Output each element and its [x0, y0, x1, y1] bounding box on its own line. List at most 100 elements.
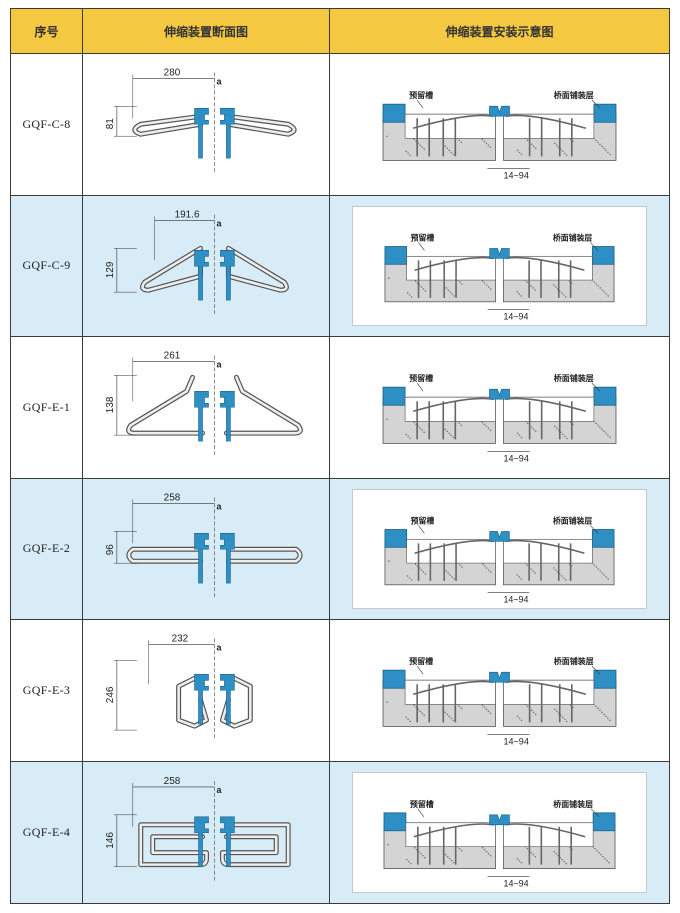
model-code: GQF-C-8	[11, 54, 83, 196]
slot-label: 预留槽	[409, 90, 433, 100]
rebar-loops	[414, 256, 585, 298]
aggregate-dot	[532, 286, 534, 289]
pavement-left	[382, 669, 406, 689]
steel-anchor	[194, 249, 235, 300]
aggregate-dot	[446, 713, 449, 716]
aggregate-dot	[413, 704, 415, 707]
aggregate-dot	[518, 434, 521, 437]
aggregate-dot	[414, 279, 417, 282]
aggregate-dot	[450, 717, 453, 720]
slot-label: 预留槽	[411, 515, 435, 525]
steel-anchor-right	[220, 816, 235, 867]
aggregate-dot	[600, 853, 602, 855]
gap-label: a	[216, 218, 222, 228]
aggregate-dot	[603, 573, 605, 576]
aggregate-dot	[516, 149, 519, 152]
install-drawing: 预留槽桥面铺装层14~94	[383, 798, 616, 888]
steel-anchor-left	[194, 249, 209, 300]
aggregate-dot	[553, 566, 555, 569]
loop-rebar-right	[505, 680, 587, 696]
aggregate-dot	[458, 139, 461, 142]
loop-core	[227, 246, 288, 291]
gap-label: a	[216, 76, 222, 86]
aggregate-dot	[420, 568, 423, 571]
aggregate-dot	[450, 434, 453, 437]
aggregate-dot	[595, 422, 597, 425]
aggregate-dot	[609, 436, 611, 439]
aggregate-dot	[448, 432, 451, 435]
aggregate-dot	[553, 142, 556, 145]
aggregate-dot	[388, 276, 390, 279]
joint-steel	[489, 105, 510, 117]
aggregate-dot	[410, 295, 413, 298]
aggregate-dot	[460, 141, 463, 144]
height-label: 138	[105, 396, 116, 413]
aggregate-dot	[597, 141, 599, 144]
pavement-layer	[384, 528, 615, 548]
aggregate-dot	[597, 707, 599, 710]
aggregate-dot	[520, 719, 523, 722]
aggregate-dot	[518, 151, 521, 154]
loop-core	[127, 547, 202, 562]
pavement-layer	[384, 245, 615, 265]
aggregate-dot	[483, 848, 486, 850]
joint-steel	[489, 814, 510, 825]
aggregate-dot	[532, 853, 535, 855]
pavement-right	[593, 103, 617, 123]
aggregate-dot	[560, 574, 563, 577]
aggregate-dot	[532, 428, 535, 431]
aggregate-dot	[530, 851, 533, 853]
aggregate-dot	[595, 282, 598, 285]
aggregate-dot	[485, 566, 488, 569]
aggregate-dot	[607, 717, 609, 720]
aggregate-dot	[386, 701, 388, 704]
aggregate-dot	[609, 153, 611, 156]
rebar	[416, 118, 445, 157]
rebar	[417, 826, 445, 865]
rebar	[528, 684, 561, 723]
loop-core	[133, 114, 202, 136]
aggregate-dot	[452, 153, 455, 156]
aggregate-dot	[526, 563, 528, 566]
aggregate-dot	[424, 289, 427, 292]
loop-profile	[176, 675, 253, 729]
aggregate-dot	[562, 576, 565, 579]
aggregate-dot	[421, 146, 423, 149]
aggregate-dot	[453, 577, 455, 580]
aggregate-dot	[599, 569, 602, 572]
slot-left	[405, 821, 496, 847]
aggregate-dot	[405, 433, 407, 436]
width-label: 232	[172, 633, 189, 644]
aggregate-dot	[448, 715, 451, 718]
joint-steel	[489, 671, 510, 683]
aggregate-dot	[405, 716, 407, 719]
range-label: 14~94	[503, 594, 528, 604]
steel-anchor	[194, 532, 235, 583]
aggregate-dot	[596, 849, 598, 851]
aggregate-dot	[483, 706, 486, 709]
aggregate-dot	[534, 571, 536, 574]
aggregate-dot	[444, 853, 447, 855]
width-label: 261	[164, 350, 181, 361]
aggregate-dot	[601, 428, 603, 431]
aggregate-dot	[555, 144, 558, 147]
aggregate-dot	[485, 283, 488, 286]
rebar	[528, 542, 560, 581]
aggregate-dot	[458, 422, 461, 425]
aggregate-dot	[603, 713, 605, 716]
steel-anchor-left	[194, 391, 209, 442]
aggregate-dot	[483, 564, 486, 567]
aggregate-dot	[562, 293, 565, 296]
aggregate-dot	[601, 288, 603, 291]
pavement-leader	[591, 382, 601, 392]
aggregate-dot	[605, 149, 607, 152]
steel-anchor	[194, 108, 235, 159]
slot-label: 预留槽	[409, 656, 433, 666]
height-label: 81	[105, 118, 116, 130]
